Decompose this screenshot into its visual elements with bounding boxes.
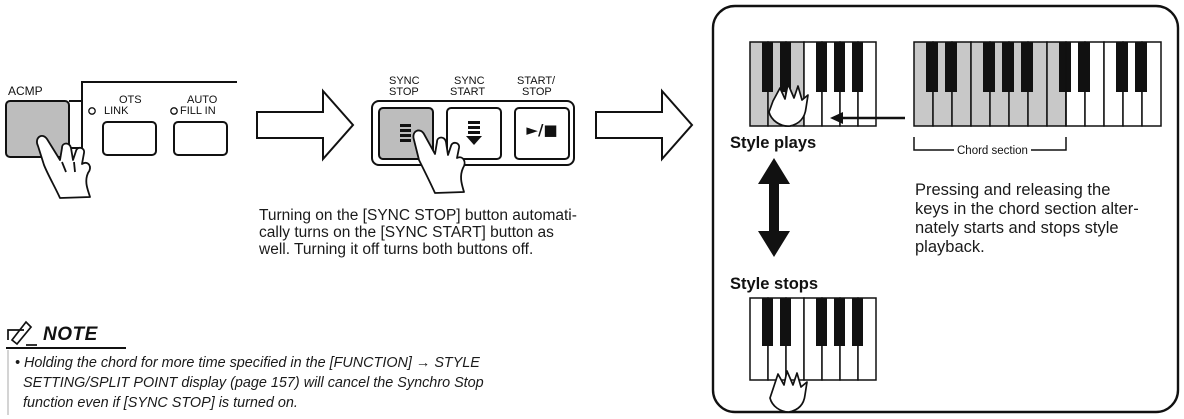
chord-section-label: Chord section (954, 145, 1031, 157)
note-line-3: function even if [SYNC STOP] is turned o… (15, 395, 298, 411)
note-line-1: • Holding the chord for more time specif… (15, 355, 480, 371)
panel-description-line-1: Pressing and releasing the (915, 181, 1111, 199)
left-arrow-icon (830, 112, 905, 124)
pressing-hand-icon (36, 135, 91, 199)
ots-label-line2: LINK (104, 105, 129, 117)
pencil-icon (7, 320, 37, 346)
style-plays-label: Style plays (730, 134, 817, 152)
sync-description-line-2: cally turns on the [SYNC START] button a… (259, 224, 554, 241)
auto-fill-in-button[interactable] (173, 121, 228, 156)
keyboard-chord-section (913, 41, 1162, 127)
pressing-hand-icon (412, 129, 466, 194)
start-stop-label-line2: STOP (522, 86, 552, 98)
keyboard-stopped (749, 297, 877, 381)
sync-description-line-1: Turning on the [SYNC STOP] button automa… (259, 207, 577, 224)
sync-start-label-line2: START (450, 86, 486, 98)
lifted-hand-icon (769, 370, 808, 413)
double-arrow-icon (758, 158, 790, 257)
hand-on-keys-icon (768, 83, 809, 127)
auto-fill-in-led-icon (170, 107, 178, 115)
panel-description-line-2: keys in the chord section alter- (915, 200, 1139, 218)
auto-label-line2: FILL IN (180, 105, 216, 117)
acmp-button[interactable] (5, 100, 70, 158)
sync-stop-symbol-icon (400, 124, 411, 142)
auto-label-line1: AUTO (187, 94, 218, 106)
flow-arrow-2-icon (595, 88, 694, 162)
style-stops-label: Style stops (730, 275, 819, 293)
start-stop-button[interactable] (514, 107, 570, 160)
note-line-2: SETTING/SPLIT POINT display (page 157) w… (15, 375, 484, 391)
start-stop-label-line1: START/ (517, 75, 556, 87)
panel-description-line-3: nately starts and stops style (915, 219, 1119, 237)
sync-stop-label-line1: SYNC (389, 75, 420, 87)
sync-description-line-3: well. Turning it off turns both buttons … (259, 241, 534, 258)
note-title: NOTE (43, 324, 98, 345)
sync-stop-label-line2: STOP (389, 86, 419, 98)
ots-label-line1: OTS (119, 94, 142, 106)
ots-link-led-icon (88, 107, 96, 115)
ots-link-button[interactable] (102, 121, 157, 156)
flow-arrow-1-icon (256, 88, 355, 162)
acmp-label: ACMP (8, 84, 43, 98)
sync-start-label-line1: SYNC (454, 75, 485, 87)
panel-description-line-4: playback. (915, 238, 985, 256)
sync-start-symbol-icon (466, 121, 482, 145)
start-stop-symbol-icon: ►/■ (526, 121, 558, 139)
